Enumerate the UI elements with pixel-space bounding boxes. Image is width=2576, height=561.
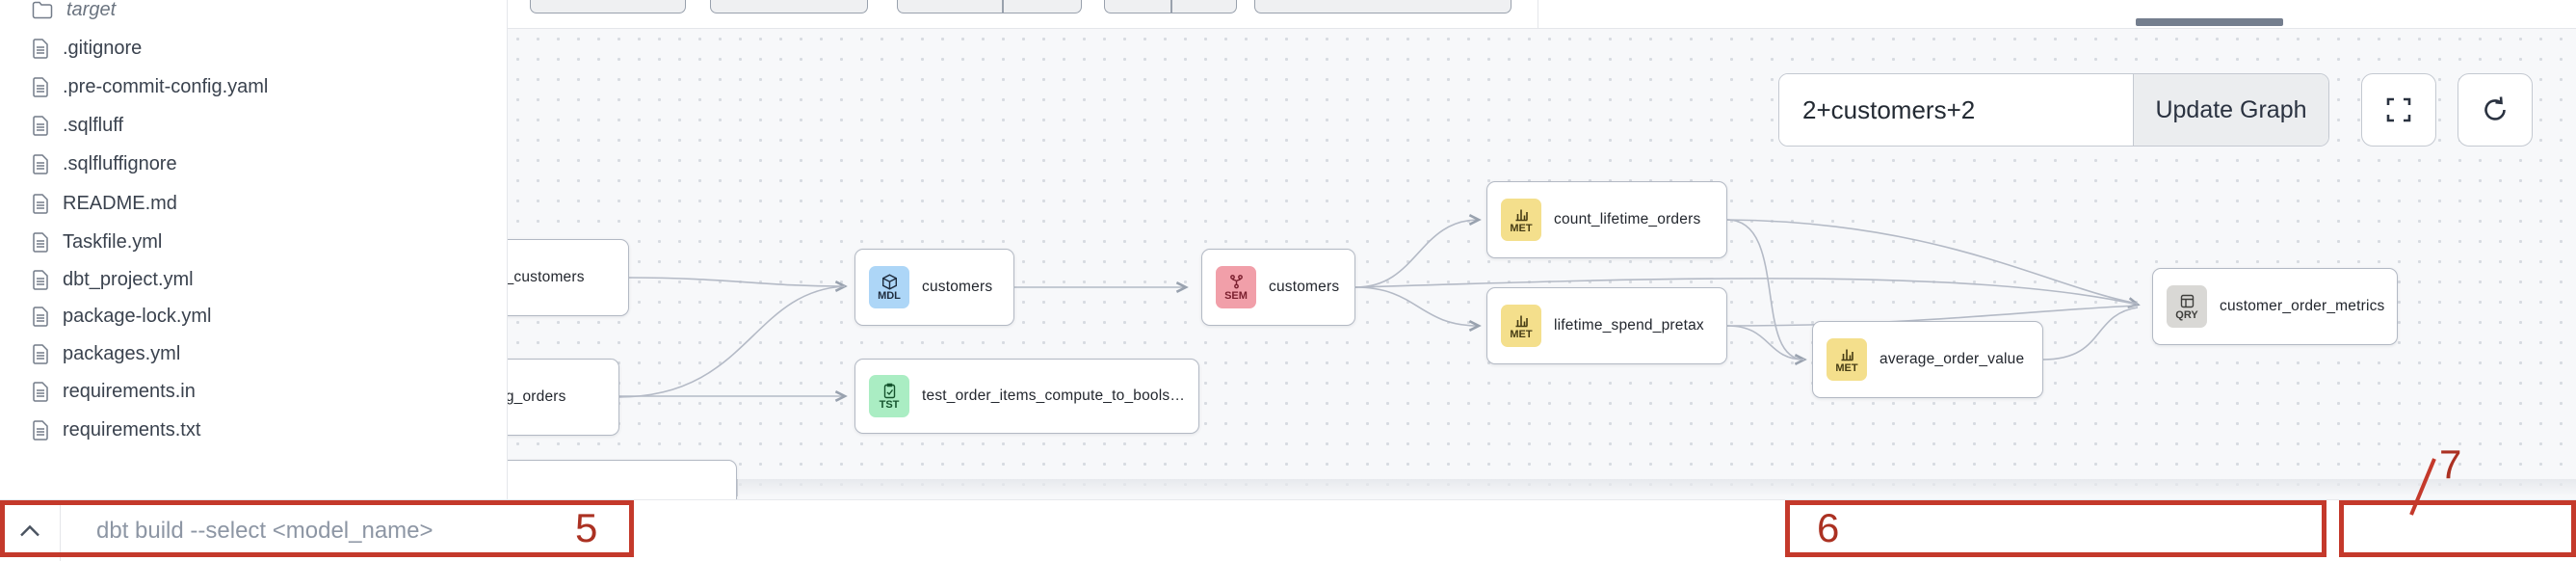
sidebar-item-file[interactable]: .sqlfluffignore (0, 145, 507, 183)
toolbar-button-stub[interactable] (1254, 0, 1511, 13)
node-badge: MET (1835, 361, 1858, 374)
node-label: lifetime_spend_pretax (1554, 317, 1704, 334)
graph-selector-input[interactable] (1779, 74, 2133, 146)
toolbar-divider (1170, 0, 1172, 13)
graph-node[interactable]: MDL customers (854, 249, 1014, 326)
fullscreen-icon (2386, 97, 2411, 122)
model-icon: MDL (869, 266, 909, 308)
sidebar-item-label: .gitignore (63, 37, 143, 59)
sidebar-item-file[interactable]: requirements.txt (0, 411, 507, 449)
refresh-button[interactable] (2458, 73, 2533, 147)
node-badge: MDL (878, 289, 901, 302)
file-icon (32, 153, 49, 174)
lineage-edges (618, 214, 2141, 402)
toolbar-button-stub[interactable] (710, 0, 868, 13)
sidebar-item-label: dbt_project.yml (63, 268, 194, 290)
chevron-up-icon (20, 524, 39, 537)
sidebar-item-label: .sqlfluff (63, 114, 123, 136)
toolbar-divider (1002, 0, 1004, 13)
refresh-icon (2484, 96, 2506, 120)
node-badge: QRY (2175, 308, 2198, 321)
file-icon (32, 419, 49, 441)
sidebar-item-label: packages.yml (63, 342, 181, 364)
graph-node[interactable]: MET average_order_value (1812, 321, 2043, 398)
saved-query-icon: QRY (2167, 285, 2207, 328)
metric-icon: MET (1827, 338, 1867, 381)
sidebar-item-label: README.md (63, 192, 177, 214)
file-icon (32, 193, 49, 214)
semantic-model-icon: SEM (1216, 266, 1256, 308)
collapse-panel-button[interactable] (0, 500, 61, 561)
sidebar-item-file[interactable]: .gitignore (0, 29, 507, 67)
command-bar: Defer to staging/production ? Ready ••• (0, 499, 2576, 561)
sidebar-item-file[interactable]: .sqlfluff (0, 106, 507, 145)
node-badge: MET (1510, 222, 1533, 234)
sidebar-item-label: target (66, 0, 117, 20)
file-icon (32, 115, 49, 136)
tab-active-indicator (2136, 18, 2283, 26)
node-label: customers (1269, 279, 1340, 295)
graph-node[interactable]: MET count_lifetime_orders (1486, 181, 1727, 258)
folder-icon (32, 1, 53, 19)
node-badge: SEM (1224, 289, 1248, 302)
node-label: customers (922, 279, 993, 295)
graph-node-partial[interactable] (508, 460, 737, 499)
sidebar-item-file[interactable]: packages.yml (0, 334, 507, 373)
metric-icon: MET (1501, 305, 1541, 347)
graph-node[interactable]: QRY customer_order_metrics (2152, 268, 2398, 345)
node-label: customer_order_metrics (2220, 298, 2385, 314)
sidebar-item-file[interactable]: dbt_project.yml (0, 260, 507, 299)
graph-node[interactable]: stg_customers (508, 239, 629, 316)
node-label: stg_orders (508, 388, 566, 405)
main-pane: stg_customers stg_orders MDL customers (508, 0, 2576, 499)
sidebar-item-label: .pre-commit-config.yaml (63, 75, 269, 97)
node-label: test_order_items_compute_to_bools… (922, 387, 1186, 404)
file-icon (32, 381, 49, 402)
node-label: average_order_value (1879, 351, 2025, 367)
sidebar-item-file[interactable]: .pre-commit-config.yaml (0, 67, 507, 106)
file-icon (32, 306, 49, 327)
sidebar-item-label: requirements.in (63, 380, 196, 402)
sidebar-item-file[interactable]: requirements.in (0, 372, 507, 411)
sidebar-item-file[interactable]: Taskfile.yml (0, 223, 507, 261)
toolbar-button-stub[interactable] (897, 0, 1082, 13)
metric-icon: MET (1501, 199, 1541, 241)
lineage-graph-canvas[interactable]: stg_customers stg_orders MDL customers (508, 29, 2576, 499)
node-label: stg_customers (508, 269, 585, 285)
file-icon (32, 231, 49, 253)
update-graph-button[interactable]: Update Graph (2133, 74, 2328, 146)
graph-node[interactable]: SEM customers (1201, 249, 1355, 326)
file-icon (32, 38, 49, 59)
sidebar-item-label: package-lock.yml (63, 305, 212, 327)
file-icon (32, 343, 49, 364)
test-icon: TST (869, 375, 909, 417)
file-explorer: target .gitignore .pre-commit-config.yam… (0, 0, 508, 499)
sidebar-item-label: requirements.txt (63, 418, 201, 441)
sidebar-item-file[interactable]: README.md (0, 184, 507, 223)
sidebar-item-label: .sqlfluffignore (63, 152, 177, 174)
graph-selector-group: Update Graph (1778, 73, 2329, 147)
file-icon (32, 269, 49, 290)
sidebar-item-target[interactable]: target (0, 0, 507, 29)
sidebar-item-file[interactable]: package-lock.yml (0, 297, 507, 335)
fullscreen-button[interactable] (2361, 73, 2436, 147)
file-icon (32, 76, 49, 97)
graph-node[interactable]: MET lifetime_spend_pretax (1486, 287, 1727, 364)
node-label: count_lifetime_orders (1554, 211, 1701, 227)
editor-toolbar-strip (508, 0, 2576, 29)
graph-node[interactable]: stg_orders (508, 359, 619, 436)
graph-node[interactable]: TST test_order_items_compute_to_bools… (854, 359, 1199, 434)
toolbar-button-stub[interactable] (530, 0, 686, 13)
graph-horizontal-scrollbar[interactable] (737, 479, 2576, 496)
sidebar-item-label: Taskfile.yml (63, 230, 163, 253)
node-badge: MET (1510, 328, 1533, 340)
node-badge: TST (879, 398, 900, 411)
command-input[interactable] (96, 500, 963, 561)
